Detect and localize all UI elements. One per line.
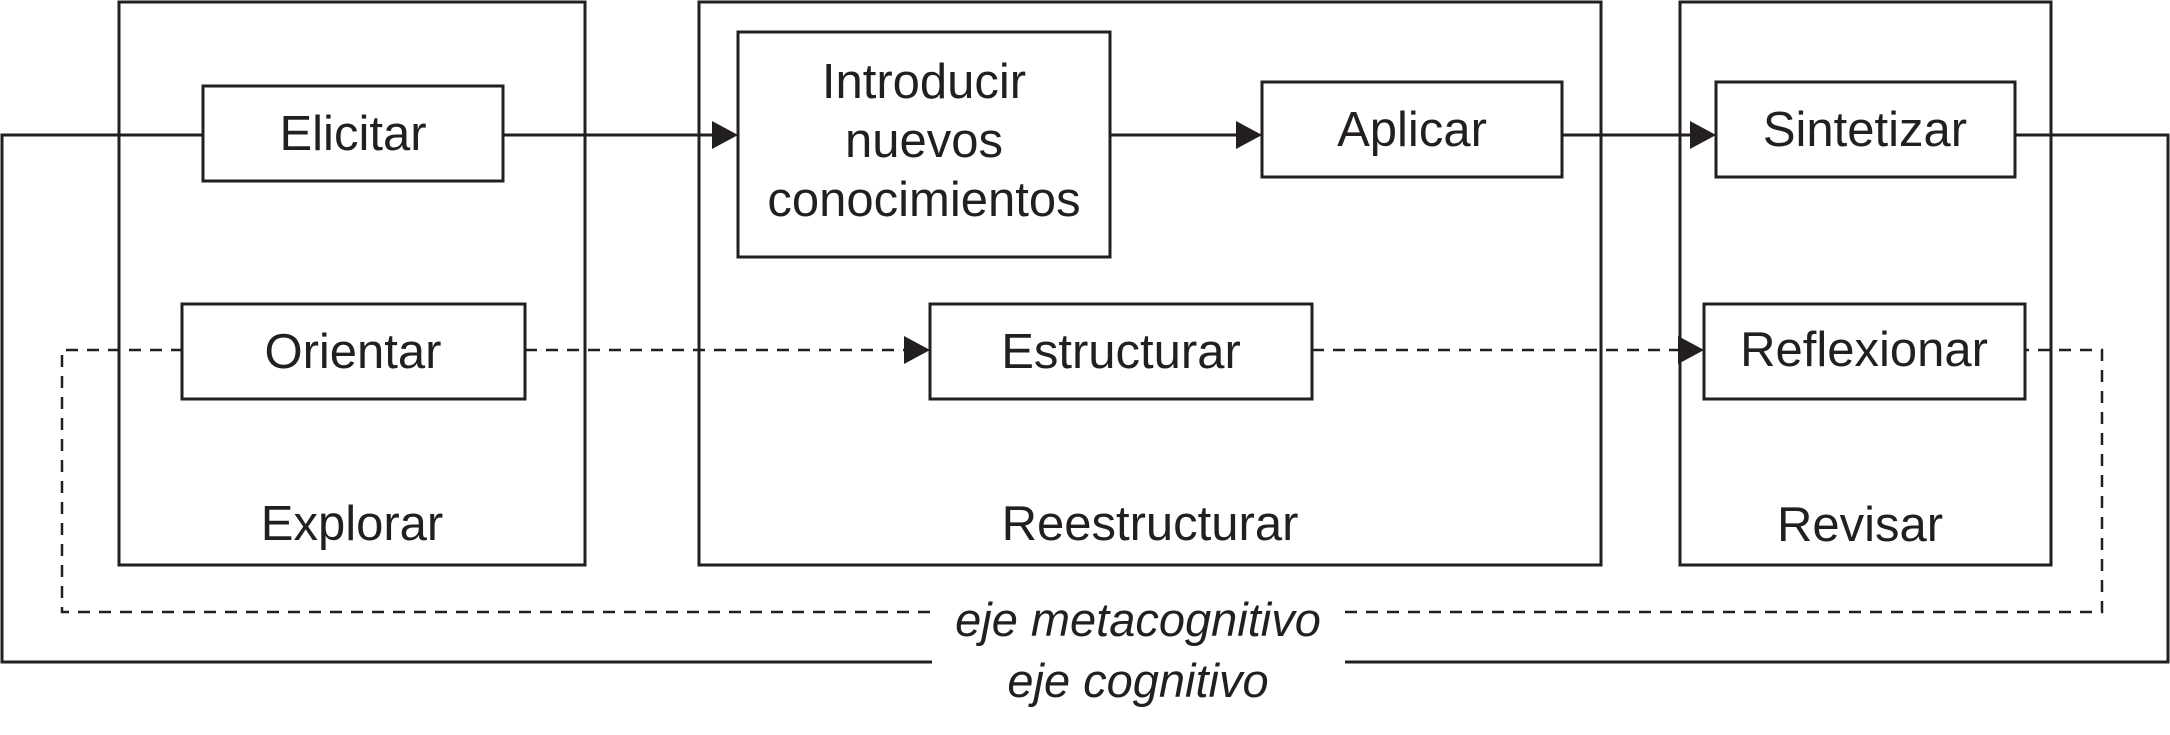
step-introduce-box bbox=[736, 30, 1112, 259]
step-introduce-label-line2: nuevos bbox=[845, 114, 1003, 168]
step-structure-box bbox=[928, 302, 1314, 401]
phase-review-box bbox=[1678, 0, 2053, 567]
step-synthesize-label: Sintetizar bbox=[1763, 103, 1967, 157]
phase-restructure-label: Reestructurar bbox=[1002, 497, 1299, 551]
step-introduce-label-line1: Introducir bbox=[822, 55, 1026, 109]
metacognitive-axis-label: eje metacognitivo bbox=[955, 593, 1321, 646]
arrowhead-to-structure bbox=[904, 336, 930, 364]
arrowhead-to-synthesize bbox=[1690, 121, 1716, 149]
phase-explore-label: Explorar bbox=[261, 497, 443, 551]
metacognitive-axis-loop bbox=[60, 348, 2104, 614]
step-elicit-label: Elicitar bbox=[279, 107, 426, 161]
cognitive-axis-loop bbox=[0, 133, 2170, 664]
phase-explore-box bbox=[117, 0, 587, 567]
arrowhead-to-introduce bbox=[712, 121, 738, 149]
step-reflect-label: Reflexionar bbox=[1740, 323, 1988, 377]
step-orient-box bbox=[180, 302, 527, 401]
arrowhead-to-reflect bbox=[1678, 336, 1704, 364]
step-introduce-label-line3: conocimientos bbox=[767, 173, 1080, 227]
cognitive-axis-label: eje cognitivo bbox=[1007, 654, 1268, 707]
step-elicit-box bbox=[201, 84, 505, 183]
arrowhead-to-apply bbox=[1236, 121, 1262, 149]
step-orient-label: Orientar bbox=[264, 325, 441, 379]
phase-restructure-box bbox=[697, 0, 1603, 567]
step-apply-label: Aplicar bbox=[1337, 103, 1487, 157]
step-structure-label: Estructurar bbox=[1001, 325, 1241, 379]
step-apply-box bbox=[1260, 80, 1564, 179]
step-reflect-box bbox=[1702, 302, 2027, 401]
step-synthesize-box bbox=[1714, 80, 2017, 179]
phase-review-label: Revisar bbox=[1777, 498, 1943, 552]
